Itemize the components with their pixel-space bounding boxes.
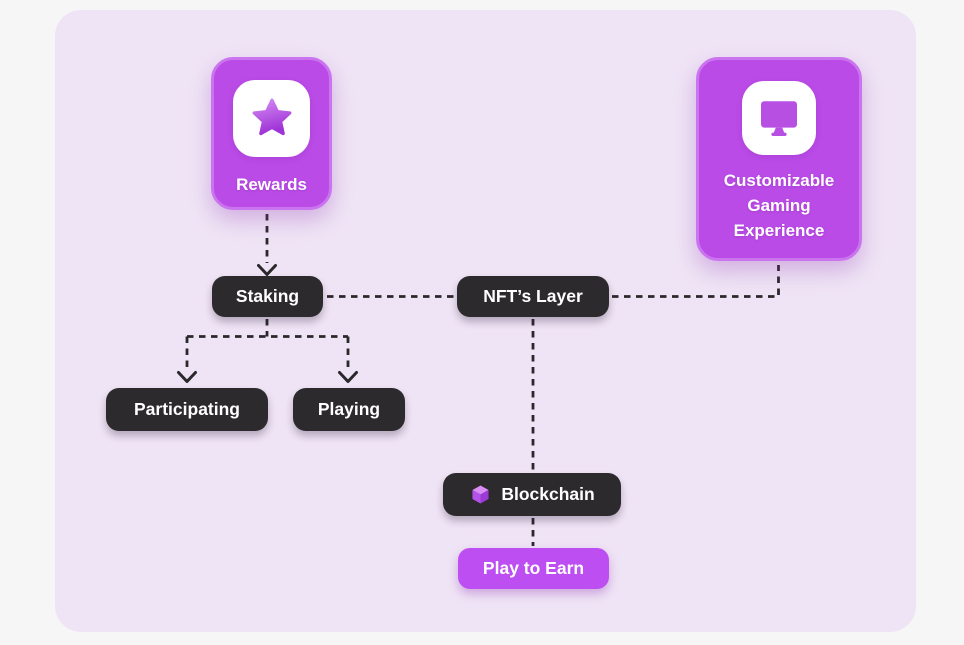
node-participating: Participating: [106, 388, 268, 431]
node-nft-layer: NFT’s Layer: [457, 276, 609, 317]
monitor-icon: [761, 101, 797, 136]
node-play-to-earn: Play to Earn: [458, 548, 609, 589]
node-rewards-label: Rewards: [236, 175, 307, 194]
node-blockchain-label: Blockchain: [501, 484, 595, 504]
node-nft-layer-label: NFT’s Layer: [483, 286, 583, 306]
rewards-icon-tile: [233, 80, 310, 157]
cube-icon: [469, 483, 492, 506]
node-staking: Staking: [212, 276, 323, 317]
node-playing-label: Playing: [317, 399, 381, 419]
star-icon: [252, 98, 291, 135]
node-blockchain: Blockchain: [443, 473, 621, 516]
node-participating-label: Participating: [134, 399, 240, 419]
node-playing: Playing: [293, 388, 405, 431]
node-rewards: Rewards: [211, 57, 332, 210]
node-customizable: Customizable Gaming Experience: [696, 57, 862, 261]
node-staking-label: Staking: [235, 286, 300, 306]
node-play-to-earn-label: Play to Earn: [482, 558, 585, 578]
node-customizable-label: Customizable Gaming Experience: [723, 171, 835, 240]
customizable-icon-tile: [742, 81, 816, 155]
